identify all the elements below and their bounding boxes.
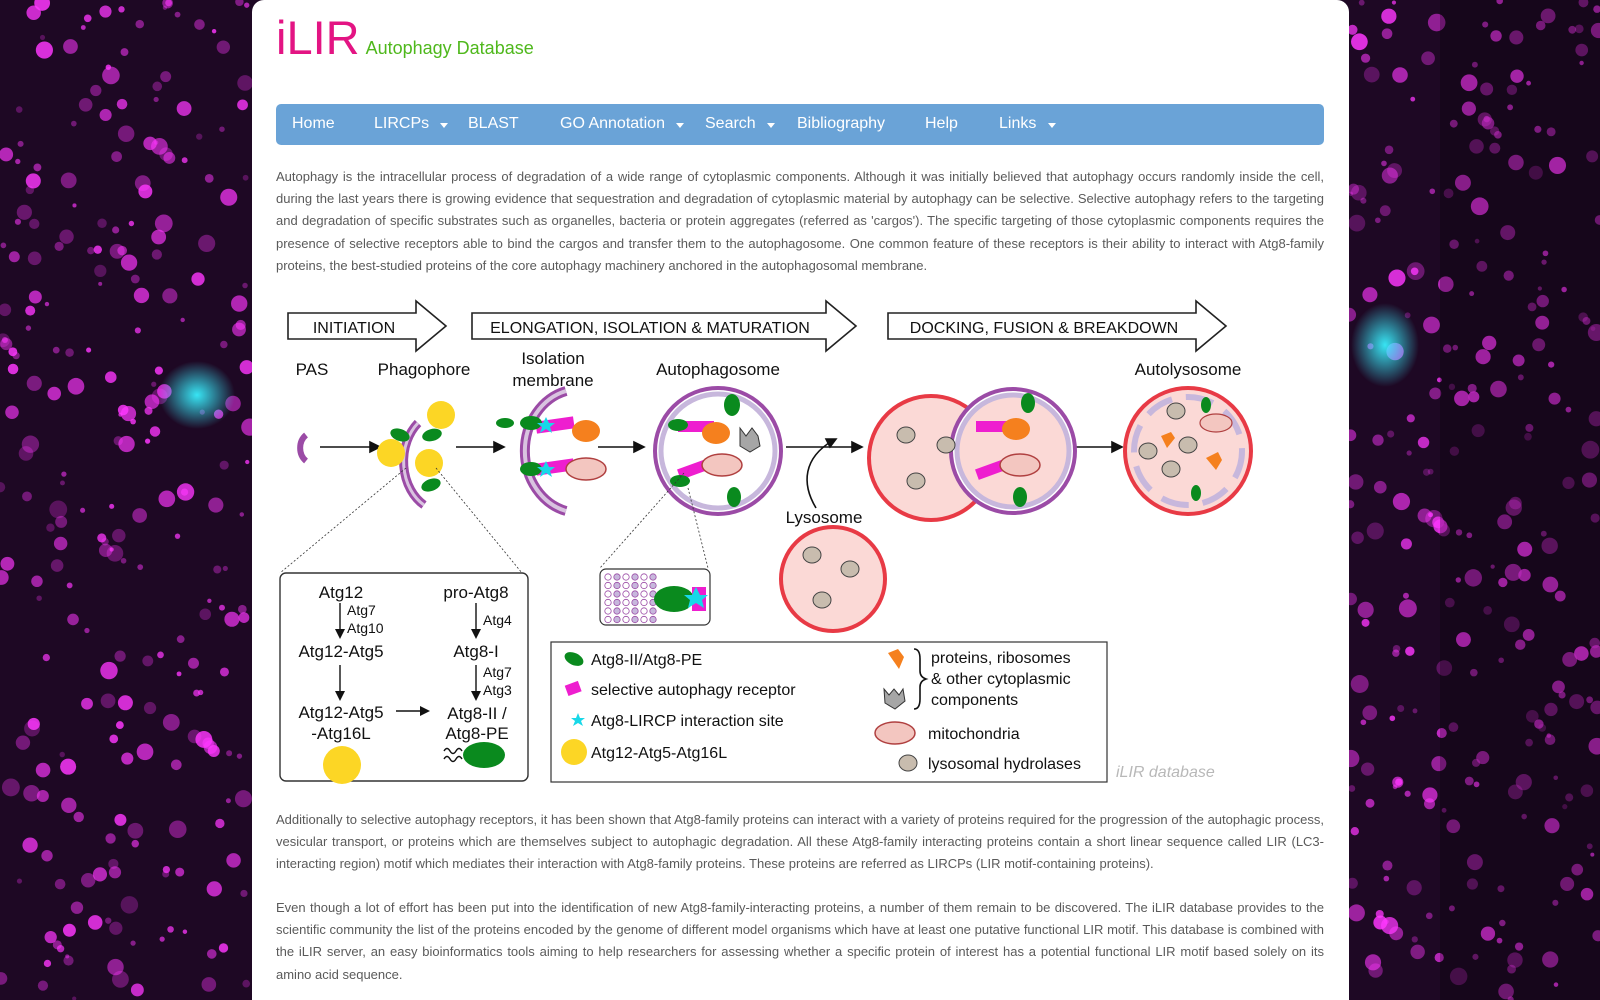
legend-cargo-swatch-2 xyxy=(883,687,906,710)
stage-label-docking: DOCKING, FUSION & BREAKDOWN xyxy=(910,320,1178,337)
pathway-atg8-pe: Atg8-PE xyxy=(445,724,508,743)
legend-atg12-complex: Atg12-Atg5-Atg16L xyxy=(591,745,727,762)
legend-lircp: Atg8-LIRCP interaction site xyxy=(591,713,784,730)
pathway-atg12-atg5: Atg12-Atg5 xyxy=(298,642,383,661)
figure-watermark: iLIR database xyxy=(1116,764,1215,781)
label-autolysosome: Autolysosome xyxy=(1135,360,1242,379)
label-phagophore: Phagophore xyxy=(378,360,471,379)
paragraph-lircps: Additionally to selective autophagy rece… xyxy=(276,812,1324,872)
pathway-atg12: Atg12 xyxy=(319,583,363,602)
site-tagline: Autophagy Database xyxy=(365,38,534,58)
main-navigation: Home LIRCPs BLAST GO Annotation Search B… xyxy=(276,104,1324,145)
isolation-membrane xyxy=(496,386,607,516)
legend-cargo-swatch xyxy=(888,649,904,669)
legend-atg8: Atg8-II/Atg8-PE xyxy=(591,652,702,669)
pathway-atg7: Atg7 xyxy=(347,602,376,618)
pathway-atg16l: -Atg16L xyxy=(311,724,371,743)
chevron-down-icon[interactable] xyxy=(1048,123,1056,128)
nav-item-links[interactable]: Links xyxy=(999,115,1037,132)
fusing-lysosome-autophagosome xyxy=(867,387,1077,522)
chevron-down-icon[interactable] xyxy=(440,123,448,128)
legend-cargo-line3: components xyxy=(931,692,1018,709)
nav-item-search[interactable]: Search xyxy=(705,115,756,132)
pathway-atg7-b: Atg7 xyxy=(483,664,512,680)
chevron-down-icon[interactable] xyxy=(676,123,684,128)
nav-item-go-annotation[interactable]: GO Annotation xyxy=(560,115,665,132)
nav-item-lircps[interactable]: LIRCPs xyxy=(374,115,430,132)
stage-arrow-initiation: INITIATION xyxy=(287,299,448,353)
stage-arrow-elongation: ELONGATION, ISOLATION & MATURATION xyxy=(471,299,858,353)
stage-arrow-docking: DOCKING, FUSION & BREAKDOWN xyxy=(887,299,1228,353)
pathway-atg8-ii: Atg8-II / xyxy=(447,704,507,723)
legend-receptor-swatch xyxy=(564,680,582,697)
chevron-down-icon[interactable] xyxy=(767,123,775,128)
zoom-lines xyxy=(279,467,709,574)
label-isolation: Isolation xyxy=(521,349,584,368)
membrane-zoom-inset xyxy=(599,568,711,626)
pathway-atg10: Atg10 xyxy=(347,620,384,636)
pathway-atg8-i: Atg8-I xyxy=(453,642,498,661)
legend-cargo-line1: proteins, ribosomes xyxy=(931,650,1071,667)
pathway-atg4: Atg4 xyxy=(483,612,512,628)
lysosome xyxy=(779,525,887,633)
pathway-pro-atg8: pro-Atg8 xyxy=(443,583,508,602)
legend-receptor: selective autophagy receptor xyxy=(591,682,796,699)
nav-item-blast[interactable]: BLAST xyxy=(468,115,519,132)
pathway-atg3: Atg3 xyxy=(483,682,512,698)
stage-label-initiation: INITIATION xyxy=(313,320,395,337)
label-autophagosome: Autophagosome xyxy=(656,360,780,379)
site-logo[interactable]: iLIR xyxy=(276,11,360,64)
label-pas: PAS xyxy=(296,360,329,379)
nav-item-home[interactable]: Home xyxy=(292,115,335,132)
paragraph-ilir-database: Even though a lot of effort has been put… xyxy=(276,900,1324,982)
nav-item-bibliography[interactable]: Bibliography xyxy=(797,115,886,132)
autophagy-pathway-figure: INITIATION ELONGATION, ISOLATION & MATUR… xyxy=(279,299,1253,784)
legend-hydrolases: lysosomal hydrolases xyxy=(928,756,1081,773)
pathway-atg12-atg5-b: Atg12-Atg5 xyxy=(298,703,383,722)
conjugation-pathway-box: Atg12 Atg7 Atg10 Atg12-Atg5 Atg12-Atg5 -… xyxy=(279,572,529,784)
nav-item-help[interactable]: Help xyxy=(925,115,958,132)
label-lysosome: Lysosome xyxy=(786,508,863,527)
phagophore xyxy=(377,401,455,509)
legend-atg8-swatch xyxy=(564,652,584,666)
pas-membrane xyxy=(297,432,309,464)
figure-legend: Atg8-II/Atg8-PE selective autophagy rece… xyxy=(550,641,1108,783)
legend-hydrolase-swatch xyxy=(898,754,918,772)
legend-lircp-swatch xyxy=(571,713,585,726)
stage-label-elongation: ELONGATION, ISOLATION & MATURATION xyxy=(490,320,810,337)
legend-cargo-line2: & other cytoplasmic xyxy=(931,671,1071,688)
legend-atg12-swatch xyxy=(561,739,587,765)
intro-paragraph: Autophagy is the intracellular process o… xyxy=(276,169,1324,273)
label-membrane: membrane xyxy=(512,371,593,390)
process-arrows xyxy=(320,438,1124,509)
autolysosome xyxy=(1123,386,1253,516)
autophagosome xyxy=(653,386,783,516)
legend-mito-swatch xyxy=(874,721,916,745)
legend-mitochondria: mitochondria xyxy=(928,726,1020,743)
